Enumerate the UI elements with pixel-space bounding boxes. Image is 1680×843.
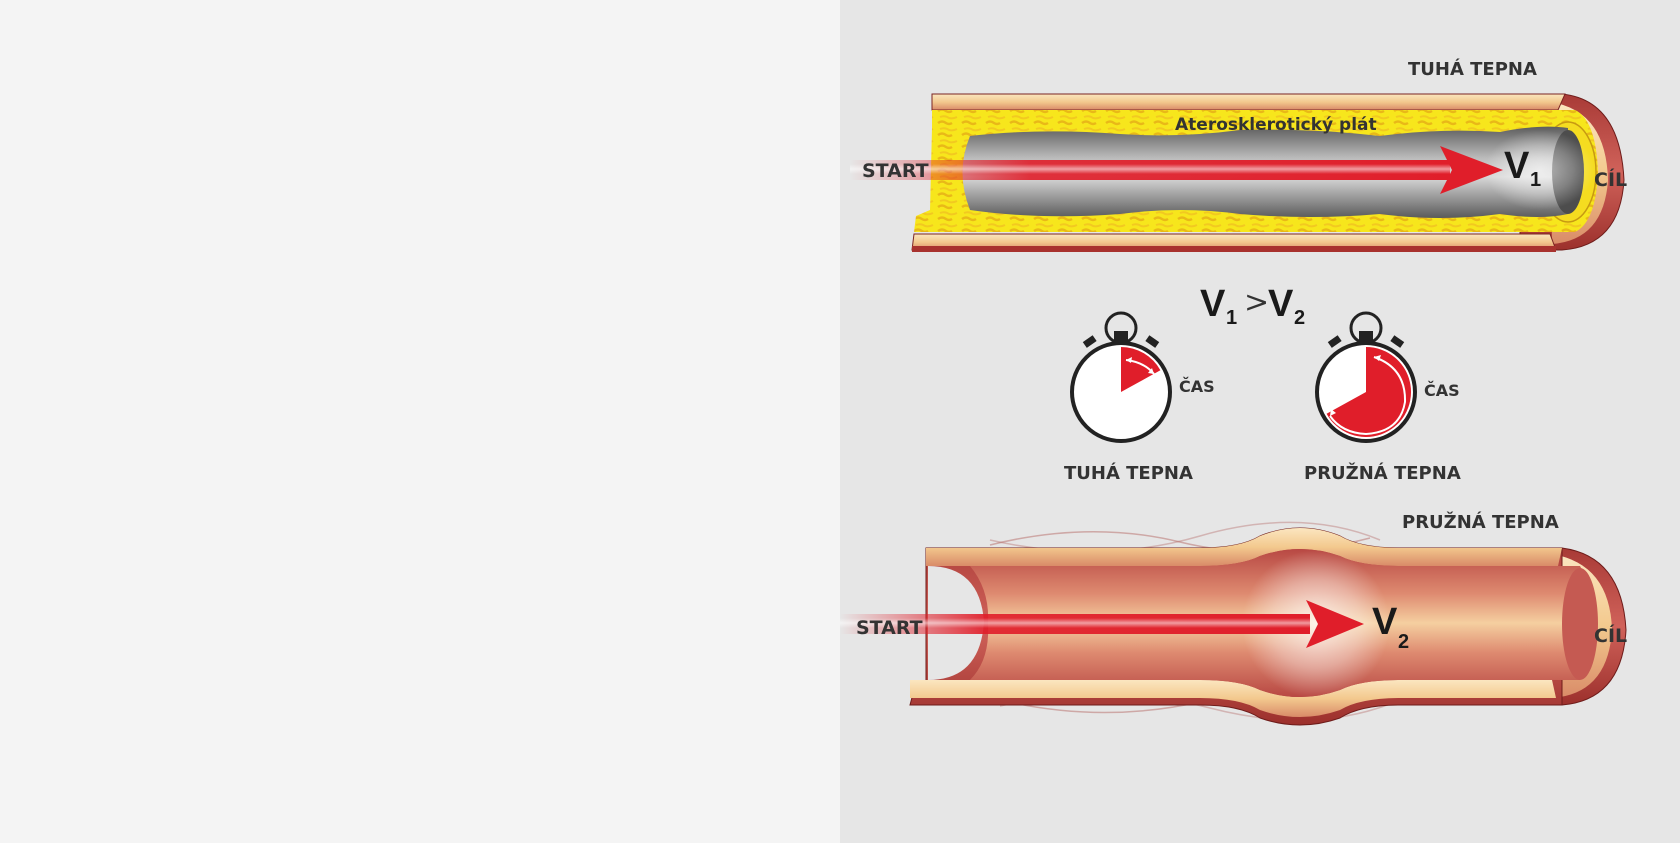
stopwatch-elastic-label: PRUŽNÁ TEPNA bbox=[1304, 462, 1461, 484]
stopwatch-elastic-fill bbox=[1326, 347, 1412, 437]
velocity-v1-letter: V bbox=[1504, 145, 1530, 187]
plaque-label: Aterosklerotický plát bbox=[1175, 115, 1377, 135]
elastic-artery-title: PRUŽNÁ TEPNA bbox=[1402, 511, 1559, 533]
diagram-panel: TUHÁ TEPNA Aterosklerotický plát START C… bbox=[840, 0, 1680, 843]
comparison-right-letter: V bbox=[1268, 283, 1294, 325]
stopwatch-stiff-time-label: ČAS bbox=[1179, 377, 1215, 396]
stopwatch-elastic-time-label: ČAS bbox=[1424, 381, 1460, 400]
comparison-left-subscript: 1 bbox=[1226, 307, 1237, 329]
velocity-v1-subscript: 1 bbox=[1530, 169, 1541, 191]
velocity-v2-subscript: 2 bbox=[1398, 631, 1409, 653]
velocity-v2-letter: V bbox=[1372, 601, 1398, 643]
stiff-flow-arrow bbox=[850, 146, 1503, 194]
stiff-artery-title: TUHÁ TEPNA bbox=[1408, 58, 1537, 80]
comparison-right-subscript: 2 bbox=[1294, 307, 1305, 329]
stiff-start-label: START bbox=[862, 160, 929, 182]
stiff-artery bbox=[911, 93, 1625, 252]
artery-diagram: TUHÁ TEPNA Aterosklerotický plát START C… bbox=[840, 58, 1627, 726]
elastic-start-label: START bbox=[856, 617, 923, 639]
blank-panel bbox=[0, 0, 840, 843]
elastic-end-label: CÍL bbox=[1594, 624, 1627, 647]
velocity-comparison: V 1 > V 2 bbox=[1200, 283, 1305, 329]
comparison-left-letter: V bbox=[1200, 283, 1226, 325]
stopwatch-stiff: ČAS TUHÁ TEPNA bbox=[1064, 311, 1215, 484]
elastic-flow-arrow bbox=[840, 600, 1364, 648]
comparison-operator: > bbox=[1244, 285, 1269, 320]
stopwatch-stiff-label: TUHÁ TEPNA bbox=[1064, 462, 1193, 484]
stopwatch-elastic: ČAS PRUŽNÁ TEPNA bbox=[1304, 311, 1461, 484]
stiff-end-label: CÍL bbox=[1594, 168, 1627, 191]
